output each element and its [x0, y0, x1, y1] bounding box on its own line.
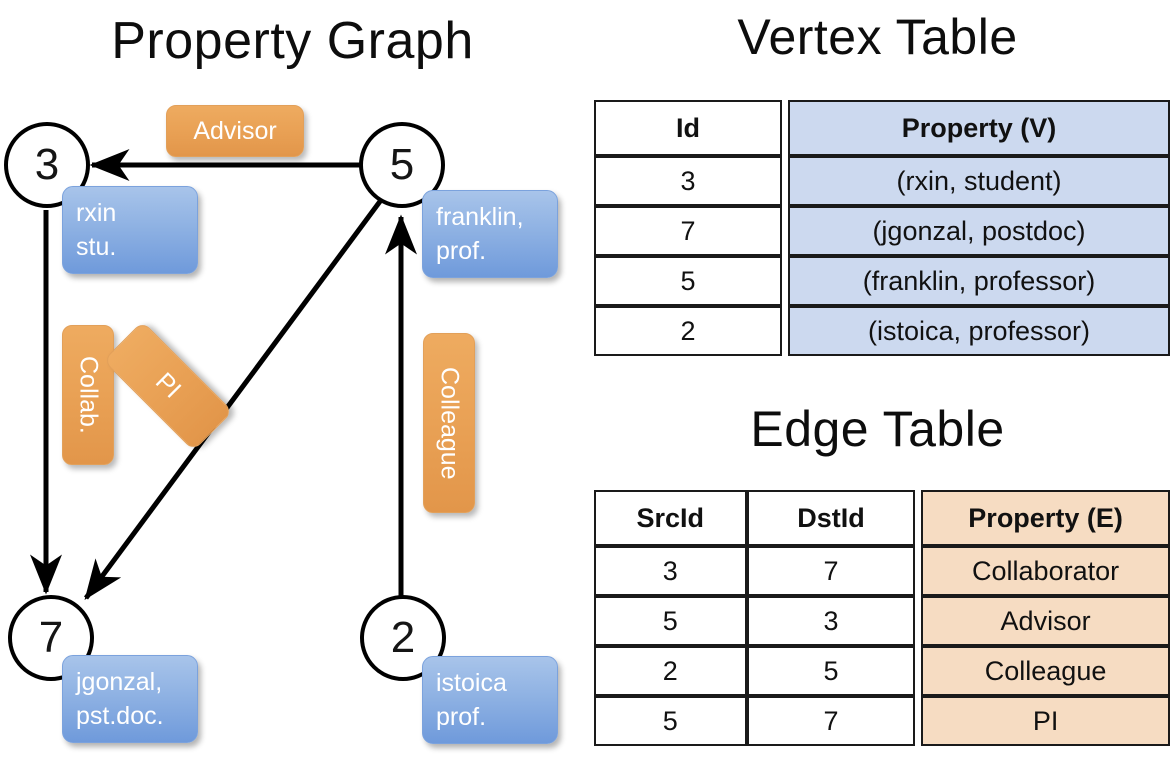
vertex-property-line-1: franklin, [436, 203, 524, 231]
vertex-property-line-1: rxin [76, 199, 117, 227]
edge-table-header-dstid: DstId [746, 490, 916, 546]
edge-label-collab: Collab. [62, 325, 114, 465]
vertex-property-line-2: prof. [436, 237, 487, 265]
vertex-property-cell: (franklin, professor) [788, 256, 1170, 306]
edge-label-advisor-text: Advisor [193, 116, 277, 145]
edge-table-header-property: Property (E) [921, 490, 1170, 546]
edge-dstid-cell: 7 [746, 696, 916, 746]
property-graph-diagram: 3 5 7 2 rxin stu. franklin, prof. jgonza… [4, 105, 558, 744]
vertex-property-line-2: pst.doc. [76, 702, 164, 730]
vertex-property-line-2: stu. [76, 233, 117, 261]
page-title-edge-table: Edge Table [750, 401, 1005, 457]
vertex-property-box-7: jgonzal, pst.doc. [62, 655, 198, 743]
vertex-property-line-2: prof. [436, 703, 487, 731]
edge-property-cell: Advisor [921, 596, 1170, 646]
table-row[interactable]: 5 (franklin, professor) [594, 256, 1170, 306]
edge-property-cell: Colleague [921, 646, 1170, 696]
vertex-node-2[interactable]: 2 [360, 595, 446, 681]
edge-5-to-7-pi [83, 194, 387, 601]
edge-table: SrcId DstId Property (E) 3 7 Collaborato… [594, 490, 1170, 746]
vertex-table: Id Property (V) 3 (rxin, student) 7 (jgo… [594, 100, 1170, 356]
vertex-table-header-row: Id Property (V) [594, 100, 1170, 156]
vertex-property-box-5: franklin, prof. [422, 190, 558, 278]
table-row[interactable]: 3 7 Collaborator [594, 546, 1170, 596]
vertex-property-box-2: istoica prof. [422, 656, 558, 744]
page-title-property-graph: Property Graph [111, 12, 474, 70]
edge-srcid-cell: 2 [594, 646, 747, 696]
vertex-property-cell: (istoica, professor) [788, 306, 1170, 356]
graph-edges-layer [30, 149, 417, 602]
edge-label-colleague: Colleague [423, 333, 475, 513]
vertex-property-cell: (jgonzal, postdoc) [788, 206, 1170, 256]
vertex-table-header-id: Id [594, 100, 783, 156]
vertex-property-box-3: rxin stu. [62, 186, 198, 274]
edge-property-cell: PI [921, 696, 1170, 746]
vertex-node-5[interactable]: 5 [359, 122, 445, 208]
vertex-id-cell: 3 [594, 156, 783, 206]
vertex-id-cell: 2 [594, 306, 783, 356]
vertex-property-line-1: jgonzal, [76, 668, 163, 696]
vertex-property-line-1: istoica [436, 669, 507, 697]
edge-dstid-cell: 7 [746, 546, 916, 596]
table-row[interactable]: 5 3 Advisor [594, 596, 1170, 646]
edge-property-cell: Collaborator [921, 546, 1170, 596]
table-row[interactable]: 3 (rxin, student) [594, 156, 1170, 206]
page-title-vertex-table: Vertex Table [737, 9, 1018, 65]
edge-srcid-cell: 3 [594, 546, 747, 596]
edge-table-header-srcid: SrcId [594, 490, 747, 546]
edge-srcid-cell: 5 [594, 596, 747, 646]
table-row[interactable]: 2 5 Colleague [594, 646, 1170, 696]
edge-dstid-cell: 5 [746, 646, 916, 696]
vertex-id-cell: 7 [594, 206, 783, 256]
edge-srcid-cell: 5 [594, 696, 747, 746]
edge-label-advisor: Advisor [166, 105, 304, 157]
edge-label-colleague-text: Colleague [435, 366, 464, 480]
edge-dstid-cell: 3 [746, 596, 916, 646]
vertex-table-header-property: Property (V) [788, 100, 1170, 156]
vertex-property-cell: (rxin, student) [788, 156, 1170, 206]
table-row[interactable]: 2 (istoica, professor) [594, 306, 1170, 356]
table-row[interactable]: 5 7 PI [594, 696, 1170, 746]
vertex-id-cell: 5 [594, 256, 783, 306]
edge-label-pi-text: PI [150, 367, 187, 404]
table-row[interactable]: 7 (jgonzal, postdoc) [594, 206, 1170, 256]
edge-label-collab-text: Collab. [74, 356, 103, 434]
edge-table-header-row: SrcId DstId Property (E) [594, 490, 1170, 546]
